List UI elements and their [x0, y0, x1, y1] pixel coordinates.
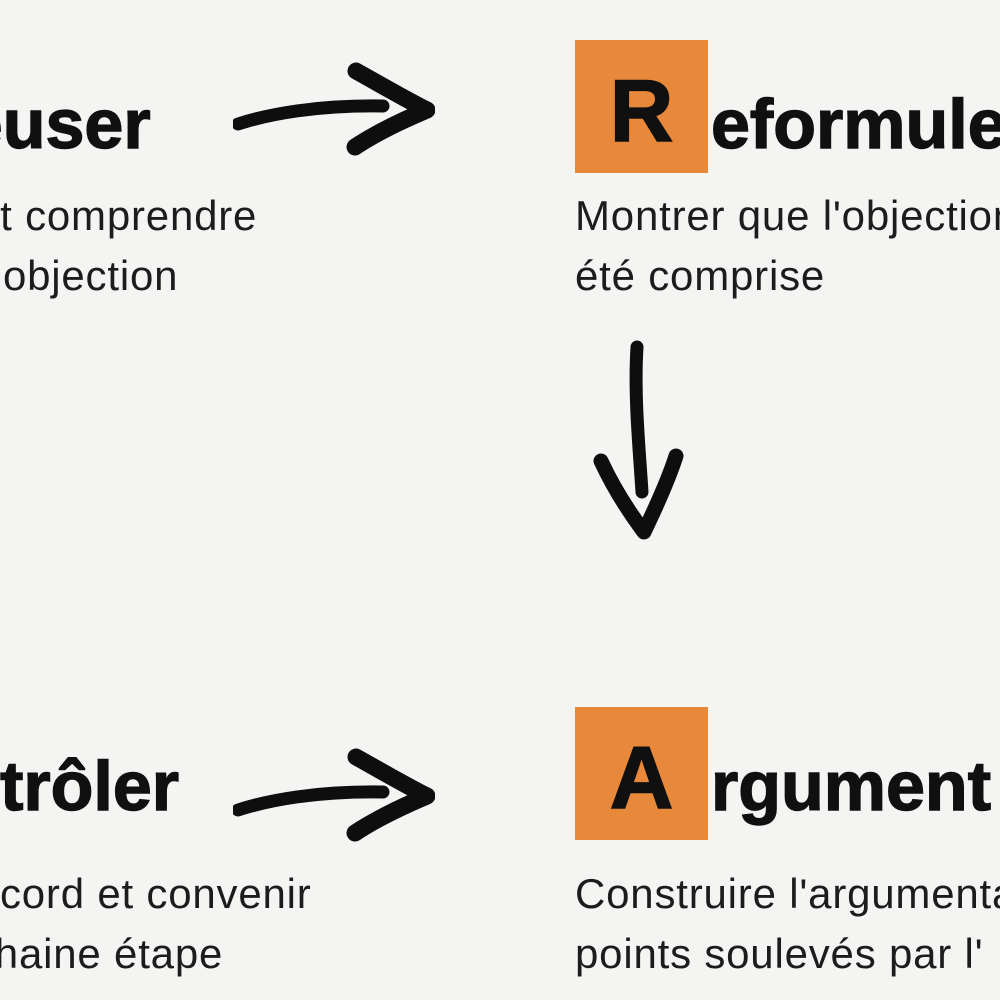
- step-controler-desc-line1: accord et convenir: [0, 870, 312, 917]
- arrow-right-top-icon: [233, 62, 435, 156]
- step-reformuler-initial-square: R: [575, 40, 708, 173]
- step-argumenter-initial-letter: A: [609, 727, 674, 827]
- step-controler-title: Contrôler: [0, 747, 180, 825]
- step-reformuler-title: eformule: [710, 85, 1000, 163]
- step-creuser-desc-line1: et comprendre: [0, 192, 258, 239]
- arrow-right-bottom-icon: [233, 748, 435, 842]
- step-argumenter-desc-line1: Construire l'argumentation: [575, 870, 1000, 917]
- arrow-down-icon: [593, 340, 684, 540]
- step-argumenter-initial-square: A: [575, 707, 708, 840]
- step-argumenter-desc-line2: points soulevés par l': [575, 930, 984, 977]
- step-argumenter-title: rgument: [710, 747, 991, 825]
- step-creuser-title: Creuser: [0, 85, 151, 163]
- step-creuser-desc-line2: l'objection: [0, 252, 179, 299]
- step-controler-desc-line2: chaine étape: [0, 930, 224, 977]
- step-reformuler-desc-line2: été comprise: [575, 252, 826, 299]
- step-reformuler-desc-line1: Montrer que l'objection: [575, 192, 1000, 239]
- step-reformuler-initial-letter: R: [609, 60, 674, 160]
